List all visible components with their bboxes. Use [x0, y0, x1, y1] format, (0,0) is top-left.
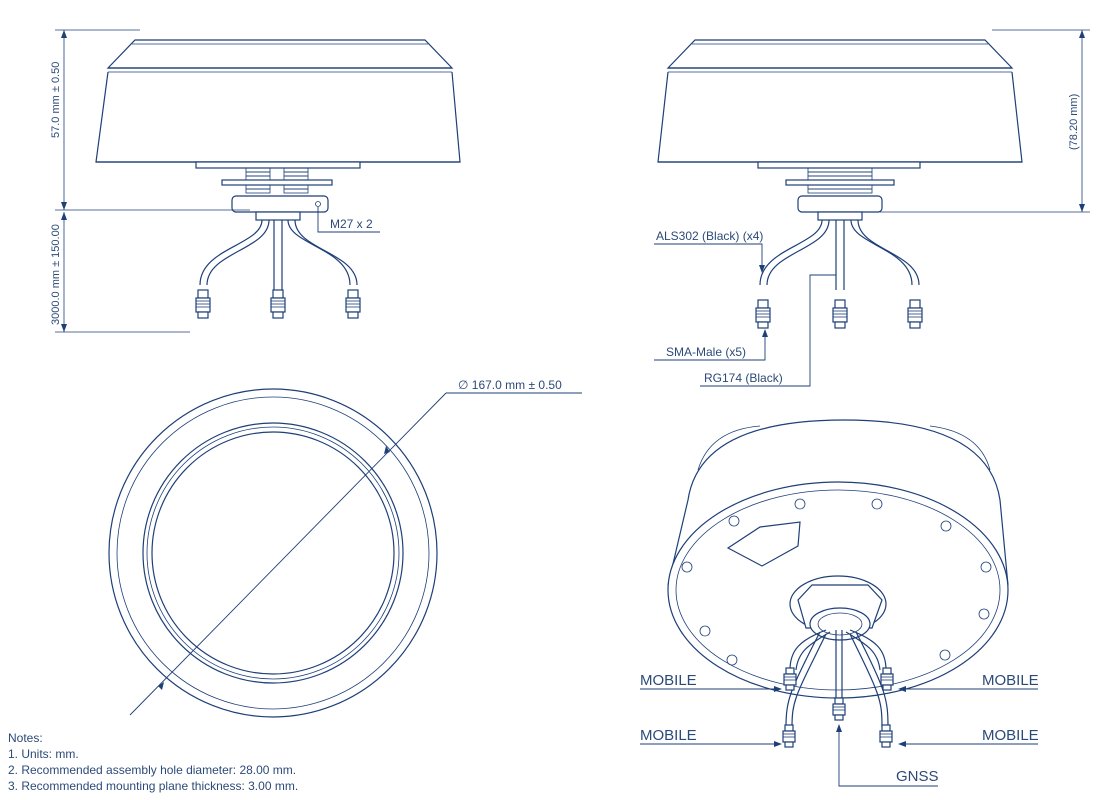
height-dimension-label: 57.0 mm ± 0.50	[50, 62, 62, 138]
mobile-port-label-bottom-right: MOBILE	[982, 727, 1039, 744]
als302-cable-callout: ALS302 (Black) (x4)	[656, 229, 763, 243]
mobile-port-label-bottom-left: MOBILE	[640, 727, 697, 744]
side-view-left	[95, 39, 461, 319]
note-item: 3. Recommended mounting plane thickness:…	[8, 779, 299, 793]
thread-callout: M27 x 2	[330, 217, 373, 231]
mobile-port-label-top-right: MOBILE	[982, 672, 1039, 689]
notes-block: Notes: 1. Units: mm. 2. Recommended asse…	[8, 730, 298, 794]
sma-male-callout: SMA-Male (x5)	[666, 345, 746, 359]
rg174-cable-callout: RG174 (Black)	[704, 371, 783, 385]
dimension-lines-left	[55, 29, 250, 333]
mobile-port-label-top-left: MOBILE	[640, 672, 697, 689]
dimension-lines-right	[654, 29, 1090, 387]
side-view-right	[657, 39, 1023, 329]
note-item: 1. Units: mm.	[8, 747, 79, 761]
overall-height-label: (78.20 mm)	[1068, 94, 1080, 150]
diameter-dimension-label: ∅ 167.0 mm ± 0.50	[458, 378, 562, 392]
cable-length-dimension-label: 3000.0 mm ± 150.00	[50, 224, 62, 325]
top-view	[108, 388, 582, 718]
notes-heading: Notes:	[8, 731, 43, 745]
note-item: 2. Recommended assembly hole diameter: 2…	[8, 763, 297, 777]
bottom-isometric-view	[667, 419, 1009, 748]
gnss-port-label: GNSS	[896, 768, 939, 785]
port-leaders	[640, 686, 1038, 787]
